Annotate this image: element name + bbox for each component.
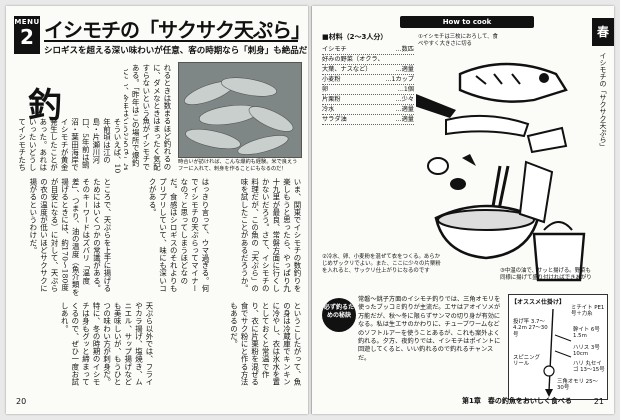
right-page: How to cook ■材料（2〜3人分） イシモチ …数匹 好みの野菜（オクラ… (312, 6, 614, 414)
gear-label-line: ミチイト PE1号＋力糸 (571, 305, 605, 318)
left-page: MENU 2 イシモチの「サクサク天ぷら」 シロギスを超える深い味わいが任意、客… (6, 6, 308, 414)
chapter-footer: 第1章 春の釣魚をおいしく食べる (462, 397, 572, 405)
gear-label-trunk: 幹イト 6号1.5m (573, 327, 600, 340)
step-1-text: ①イシモチは三枚におろして、食べやすく大きさに切る (418, 34, 498, 47)
body-text-col-a: れるときは数まるほど釣れるのに、ダメなときはまったく気配すらないという魚がイシモ… (124, 64, 172, 171)
body-text-col-f: というこしたがって、魚の身は冷蔵庫でキンキンに冷やし、衣は氷水を置としておくと常… (229, 302, 302, 386)
body-text-col-g: 天ぷら以外では、フライやカラ揚げ、塩焼き、ムニエル、サップ揚げなども美味しいが、… (60, 302, 154, 386)
ingredient-qty: …適量 (395, 116, 414, 123)
page-number-right: 21 (593, 397, 604, 406)
ingredient-qty: …1個 (397, 86, 414, 93)
ingredients-title: ■材料（2〜3人分） (322, 33, 388, 41)
ingredient-qty: …適量 (395, 66, 414, 73)
body-text-col-c: いま、関東でイシモチの数釣りを楽しもうと思ったら、やっぱり九十九里が最良、常磐方… (240, 178, 302, 292)
menu-label: MENU (14, 18, 40, 26)
running-head-vertical: イシモチの「サクサク天ぷら」 (599, 52, 607, 150)
body-text-col-e: ところで、天ぷらを上手に揚げるためにはいくつかの常識がある。そのキーワードはズバ… (28, 178, 112, 296)
ingredient-row: サラダ油 …適量 (322, 114, 414, 125)
ingredient-row: 好みの野菜（オクラ、 (322, 54, 414, 65)
ingredient-name: 好みの野菜（オクラ、 (322, 56, 384, 63)
book-gutter (308, 6, 312, 414)
ingredient-row: 小麦粉 …1カップ (322, 74, 414, 85)
ingredient-row: イシモチ …数匹 (322, 44, 414, 55)
gear-label-hook: ハリ 丸セイゴ 13〜15号 (573, 361, 605, 374)
secret-text: 常磐〜銚子方面のイシモチ釣りでは、三角オモリを使ったブッコミ釣りが主流だ。エサは… (358, 296, 501, 362)
ingredient-name: イシモチ (322, 46, 347, 53)
ingredient-qty: …1カップ (385, 76, 414, 83)
ingredient-name: 小麦粉 (322, 76, 341, 83)
gear-label-sinker: 三角オモリ 25〜30号 (557, 379, 598, 392)
ingredient-name: 大葉、ナスなど） (322, 66, 372, 73)
ingredient-row: 卵 …1個 (322, 84, 414, 95)
gear-label-rod: 投げ竿 3.7〜4.2m 27〜30号 (513, 319, 548, 338)
how-to-cook-banner: How to cook (400, 16, 534, 28)
gear-label-leader: ハリス 3号10cm (573, 345, 600, 358)
secret-badge: 必ず釣るための秘訣 (322, 298, 356, 332)
ingredient-row: 大葉、ナスなど） …適量 (322, 64, 414, 75)
photo-caption: 時合いが訪ければ、こんな爆釣も経験。米で良えうフーに入れて、刺身を作ることにもな… (178, 159, 298, 172)
ingredient-name: 片栗粉 (322, 96, 341, 103)
title-divider (44, 40, 298, 42)
page-subtitle: シロギスを超える深い味わいが任意、客の時期なら「刺身」も絶品だ！ (44, 46, 308, 56)
page-number-left: 20 (16, 397, 27, 406)
menu-badge: MENU 2 (14, 16, 40, 54)
rig-drawing (543, 308, 572, 397)
step-2-text: ②冷水、卵、小麦粉を混ぜて衣をつくる。あらかじめザックリでよい。また、ここに少々… (322, 254, 441, 274)
ingredient-row: 冷水 …適量 (322, 104, 414, 115)
season-tab: 春 (592, 18, 614, 46)
ingredient-name: 卵 (322, 86, 329, 93)
page-title: イシモチの「サクサク天ぷら」 (44, 18, 308, 42)
gear-title: 【オススメ仕掛け】 (511, 299, 566, 306)
drop-cap: 釣 (28, 86, 62, 126)
body-text-col-d: はっきり言って、ウマ過ぎる。何でイシモチの天ぷらってマイナーなの？と思ってしまう… (148, 178, 210, 292)
ingredient-qty: …数匹 (395, 46, 414, 53)
step-3-text: ③中温の油で、サッと揚げる。野菜も同様に揚げて盛り付ければできあがり (500, 268, 592, 281)
ingredient-row: 片栗粉 …少々 (322, 94, 414, 105)
menu-number: 2 (20, 25, 34, 49)
ingredient-qty: …適量 (395, 106, 414, 113)
fish-photo (178, 62, 302, 158)
ingredient-name: サラダ油 (322, 116, 347, 123)
ingredient-name: 冷水 (322, 106, 335, 113)
cooking-illustration (416, 62, 586, 282)
body-text-col-b: そういえば、10年前頃は江の島・片瀬川河口、5年前は鵠沼・葉田海岸でイシモチが黄… (16, 118, 122, 174)
gear-diagram: 【オススメ仕掛け】 ミチイト PE1号＋力糸 投げ竿 3.7〜4.2m 27〜3… (508, 294, 608, 400)
ingredient-qty: …少々 (395, 96, 414, 103)
gear-label-reel: スピニングリール (513, 355, 540, 368)
